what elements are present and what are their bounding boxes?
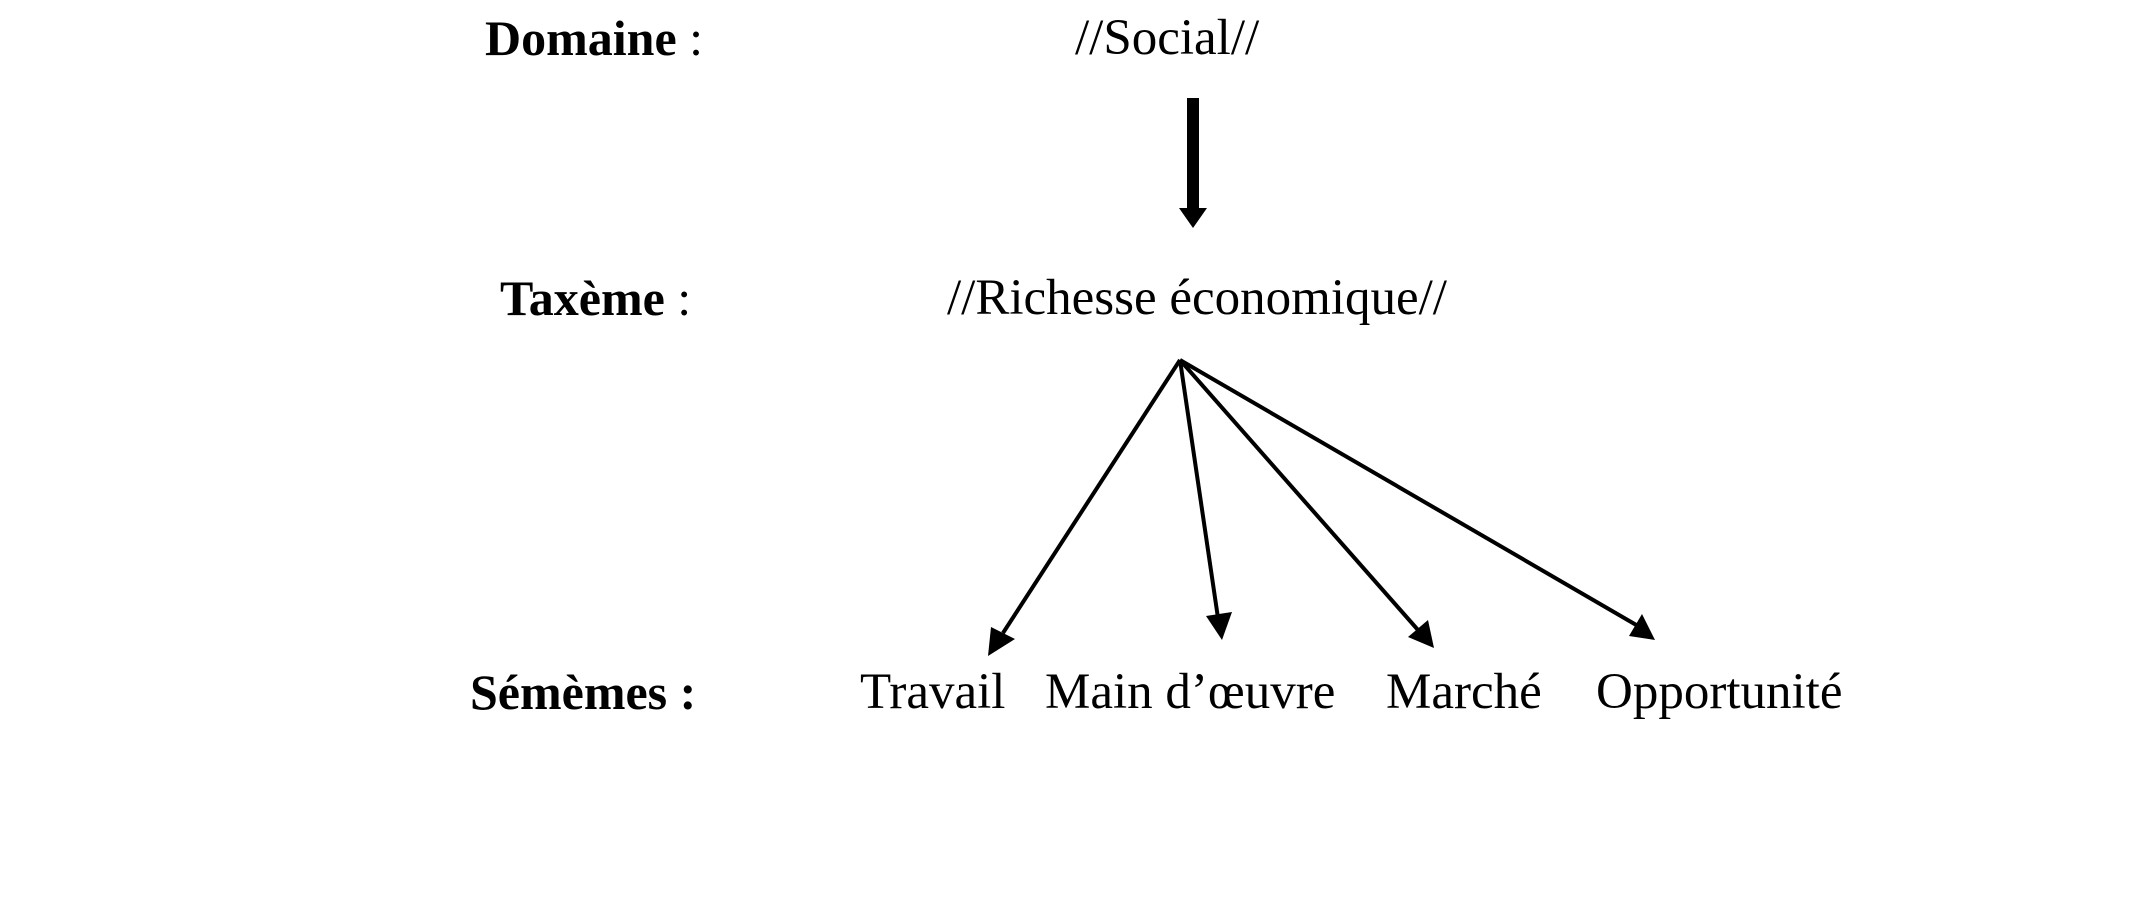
arrow-domain-to-taxeme	[1179, 98, 1207, 228]
node-taxeme: //Richesse économique//	[947, 270, 1447, 326]
level-label-taxeme: Taxème :	[500, 268, 691, 328]
level-label-sememes: Sémèmes :	[470, 662, 696, 722]
node-sememe-travail: Travail	[860, 664, 1006, 720]
level-label-taxeme-sep: :	[664, 270, 692, 326]
node-sememe-opportunite: Opportunité	[1596, 664, 1843, 720]
node-sememe-main-doeuvre: Main d’œuvre	[1045, 664, 1336, 720]
arrow-taxeme-to-opportunite	[1178, 358, 1655, 640]
arrow-taxeme-to-travail	[988, 358, 1182, 656]
level-label-domaine: Domaine :	[485, 8, 703, 68]
level-label-sememes-text: Sémèmes :	[470, 664, 697, 720]
arrow-taxeme-to-marche	[1178, 358, 1434, 648]
node-sememe-marche: Marché	[1386, 664, 1542, 720]
level-label-domaine-text: Domaine	[485, 10, 677, 66]
node-domain: //Social//	[1075, 10, 1260, 66]
level-label-taxeme-text: Taxème	[500, 270, 665, 326]
level-label-domaine-sep: :	[676, 10, 704, 66]
arrow-taxeme-to-main-doeuvre	[1178, 359, 1232, 640]
